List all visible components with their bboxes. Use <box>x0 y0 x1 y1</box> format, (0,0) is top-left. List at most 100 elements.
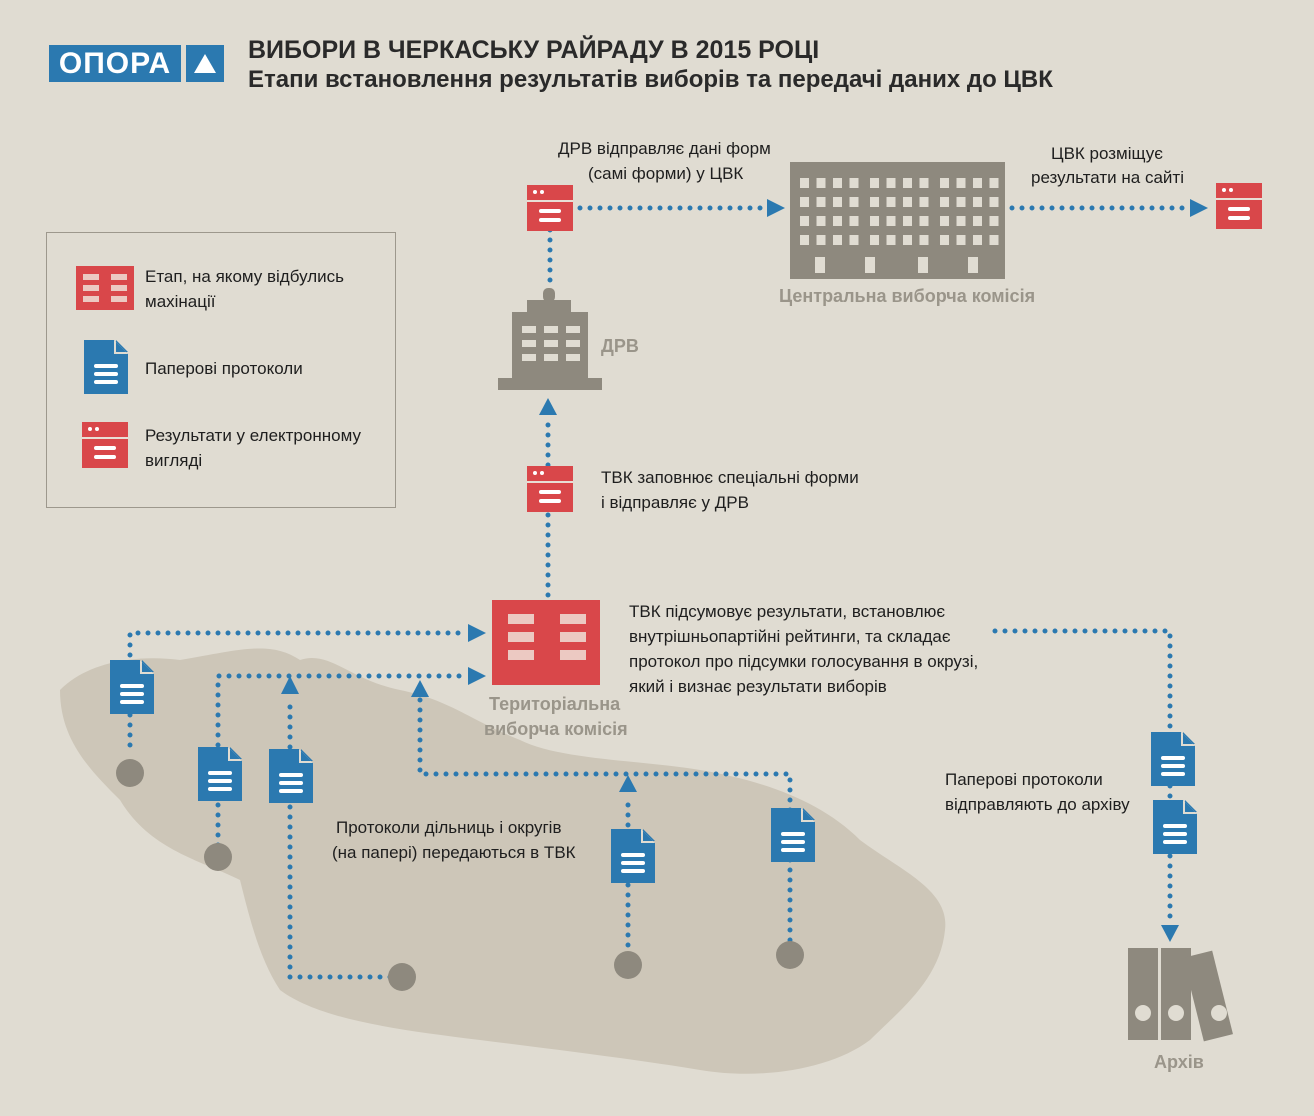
window <box>833 235 842 245</box>
step-text: ТВК заповнює спеціальні форми <box>601 468 859 487</box>
flow-line <box>127 630 471 748</box>
window <box>870 197 879 207</box>
step-text: протокол про підсумки голосування в окру… <box>629 652 979 671</box>
flow-line <box>215 673 471 848</box>
legend-red-building-icon <box>76 266 134 310</box>
step-text: відправляють до архіву <box>945 795 1130 814</box>
polling-station-icon <box>388 963 416 991</box>
arrow-up-icon <box>619 775 637 792</box>
drv-label: ДРВ <box>601 336 639 356</box>
window <box>940 216 949 226</box>
window <box>849 235 859 245</box>
window <box>800 216 809 226</box>
window <box>833 216 842 226</box>
step-text: Протоколи дільниць і округів <box>336 818 562 837</box>
window <box>870 178 879 188</box>
drv-building-icon <box>498 288 602 390</box>
arrow-right-icon <box>1190 199 1208 217</box>
electronic-form-icon <box>527 466 573 512</box>
step-text: (на папері) передаються в ТВК <box>332 843 576 862</box>
window <box>989 197 999 207</box>
window <box>870 235 879 245</box>
window <box>956 235 966 245</box>
window <box>989 178 999 188</box>
window <box>886 216 896 226</box>
window <box>816 235 826 245</box>
paper-document-icon <box>1151 732 1195 786</box>
cvk-building-icon <box>790 162 1005 279</box>
window <box>903 178 912 188</box>
window <box>886 178 896 188</box>
window <box>800 235 809 245</box>
legend-label: Етап, на якому відбулись <box>145 267 344 286</box>
window <box>903 197 912 207</box>
window <box>903 235 912 245</box>
arrow-up-icon <box>539 398 557 415</box>
arrow-down-icon <box>1161 925 1179 942</box>
step-text: ТВК підсумовує результати, встановлює <box>629 602 946 621</box>
paper-document-icon <box>771 808 815 862</box>
polling-station-icon <box>614 951 642 979</box>
tvk-label: Територіальна <box>489 694 621 714</box>
legend-label: вигляді <box>145 451 203 470</box>
step-text: ДРВ відправляє дані форм <box>558 139 771 158</box>
window <box>816 216 826 226</box>
electronic-form-icon <box>1216 183 1262 229</box>
window <box>816 178 826 188</box>
window <box>816 197 826 207</box>
paper-document-icon <box>110 660 154 714</box>
arrowheads <box>281 199 1208 942</box>
window <box>870 216 879 226</box>
archive-label: Архів <box>1154 1052 1204 1072</box>
page-title: ВИБОРИ В ЧЕРКАСЬКУ РАЙРАДУ В 2015 РОЦІ <box>248 36 820 64</box>
window <box>973 197 982 207</box>
window <box>849 178 859 188</box>
window <box>956 178 966 188</box>
window <box>940 235 949 245</box>
arrow-right-icon <box>468 624 486 642</box>
window <box>973 178 982 188</box>
window <box>940 197 949 207</box>
window <box>886 235 896 245</box>
step-text: (самі форми) у ЦВК <box>588 164 744 183</box>
legend-label: махінації <box>145 292 216 311</box>
door <box>815 257 825 273</box>
window <box>886 197 896 207</box>
step-text: Паперові протоколи <box>945 770 1103 789</box>
polling-station-icon <box>204 843 232 871</box>
window <box>956 197 966 207</box>
opora-logo-triangle-icon <box>186 45 224 82</box>
door <box>865 257 875 273</box>
legend-label: Результати у електронному <box>145 426 361 445</box>
arrow-up-icon <box>411 680 429 697</box>
paper-document-icon <box>269 749 313 803</box>
polling-station-icon <box>776 941 804 969</box>
window <box>940 178 949 188</box>
window <box>800 197 809 207</box>
window <box>849 197 859 207</box>
door <box>918 257 928 273</box>
polling-stations <box>116 759 804 991</box>
window <box>956 216 966 226</box>
flow-line <box>287 697 393 980</box>
window <box>989 235 999 245</box>
electronic-form-icon <box>527 185 573 231</box>
window <box>849 216 859 226</box>
arrow-right-icon <box>767 199 785 217</box>
legend-label: Паперові протоколи <box>145 359 303 378</box>
paper-document-icon <box>198 747 242 801</box>
window <box>833 178 842 188</box>
door <box>968 257 978 273</box>
legend <box>46 232 396 508</box>
step-text: внутрішньопартійні рейтинги, та складає <box>629 627 951 646</box>
window <box>973 216 982 226</box>
window <box>919 197 929 207</box>
opora-logo: ОПОРА <box>49 45 181 82</box>
window <box>973 235 982 245</box>
step-text: який і визнає результати виборів <box>629 677 887 696</box>
window <box>903 216 912 226</box>
page-subtitle: Етапи встановлення результатів виборів т… <box>248 66 1053 93</box>
window <box>919 178 929 188</box>
archive-binders-icon <box>1128 948 1233 1042</box>
